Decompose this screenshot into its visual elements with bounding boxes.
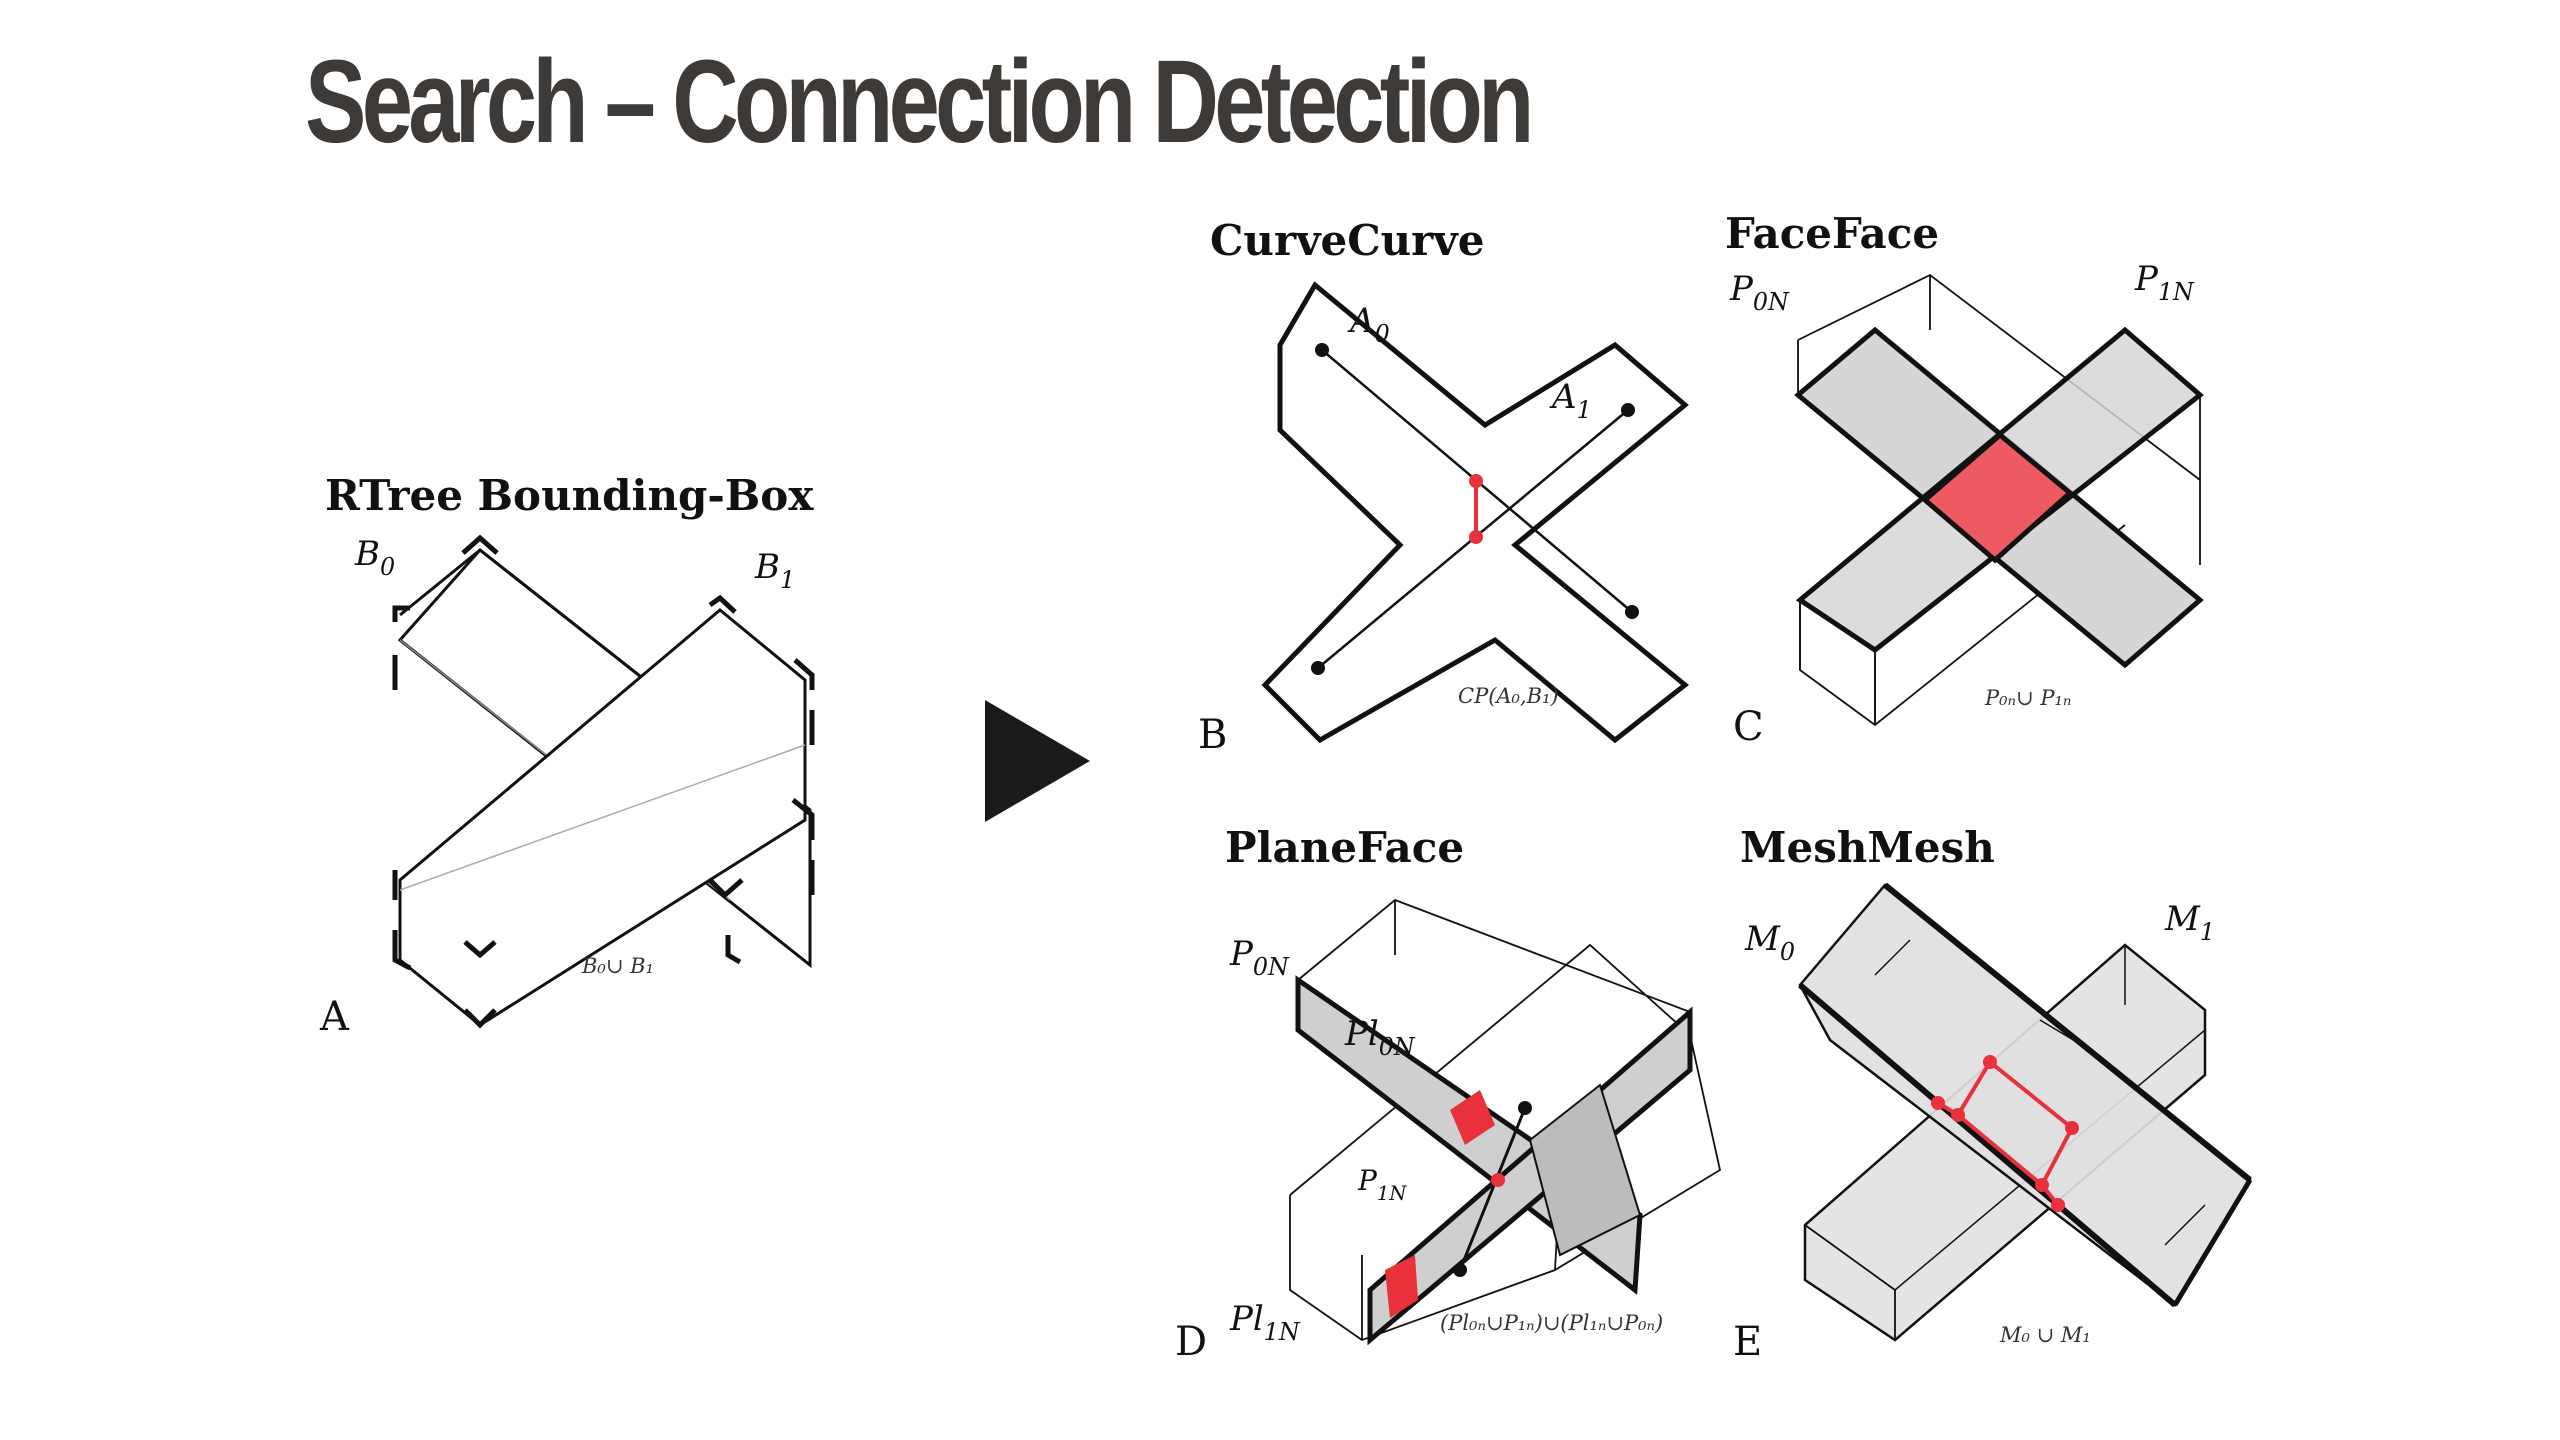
label-a1: A1 [1549,377,1592,424]
label-a0: A0 [1347,301,1390,348]
box-b1-inner [399,744,806,891]
curve-endpoints [1311,343,1639,675]
closest-point-b [1469,530,1483,544]
label-m1: M1 [2164,899,2215,946]
panel-b-title: CurveCurve [1210,216,1484,265]
panel-curve-curve: CurveCurve B A0 A1 CP(A₀,B₁) [1198,216,1689,758]
label-p0n: P0N [1229,934,1290,981]
label-b0: B0 [354,534,395,581]
closest-point-a [1469,474,1483,488]
panel-c-title: FaceFace [1725,209,1939,258]
panel-rtree-bounding-box: RTree Bounding-Box A [319,471,815,1040]
label-p1n: P1N [1357,1164,1407,1205]
panel-plane-face: PlaneFace D P0N Pl0N P1N Pl1N (Pl₀ₙ∪P₁ₙ)… [1175,823,1722,1365]
formula-a: B₀∪ B₁ [581,954,654,978]
label-b1: B1 [754,547,795,594]
panel-b-letter: B [1198,712,1227,758]
label-p0n: P0N [1729,269,1790,316]
face-overlap [1528,1083,1642,1257]
intersection-point-bottom [1453,1263,1467,1277]
panel-d-title: PlaneFace [1225,823,1464,872]
normal-marker-lower [1385,1255,1418,1318]
slide-title: Search – Connection Detection [305,36,1534,168]
mesh-edges [1874,939,2206,1246]
panel-mesh-mesh: MeshMesh E M0 M1 M₀ ∪ M₁ [1733,823,2253,1365]
panel-e-letter: E [1733,1319,1762,1365]
label-p1n: P1N [2134,259,2195,306]
mesh-intersection-points [1931,1055,2079,1212]
label-pl0n: Pl0N [1344,1014,1416,1061]
panel-face-face: FaceFace C P0N P1N P₀ₙ∪ P₁ₙ [1725,209,2204,750]
bbox-corner-brackets [392,534,815,1029]
intersection-line [1458,1107,1527,1271]
play-triangle-icon [985,700,1090,822]
panel-a-letter: A [319,994,350,1040]
intersection-point-top [1518,1101,1532,1115]
bounding-box-cross-drawing [392,534,815,1029]
formula-b: CP(A₀,B₁) [1458,684,1559,708]
panel-d-letter: D [1175,1319,1207,1365]
panel-c-letter: C [1733,704,1764,750]
face-intersection [1921,431,2074,564]
formula-d: (Pl₀ₙ∪P₁ₙ)∪(Pl₁ₙ∪P₀ₙ) [1440,1311,1663,1335]
formula-e: M₀ ∪ M₁ [1999,1323,2091,1347]
normal-marker-upper [1450,1090,1495,1145]
intersection-point-red [1491,1173,1505,1187]
label-pl1n: Pl1N [1229,1299,1301,1346]
panel-e-title: MeshMesh [1740,823,1995,872]
label-m0: M0 [1744,919,1795,966]
panel-a-title: RTree Bounding-Box [325,471,814,520]
formula-c: P₀ₙ∪ P₁ₙ [1984,686,2071,710]
